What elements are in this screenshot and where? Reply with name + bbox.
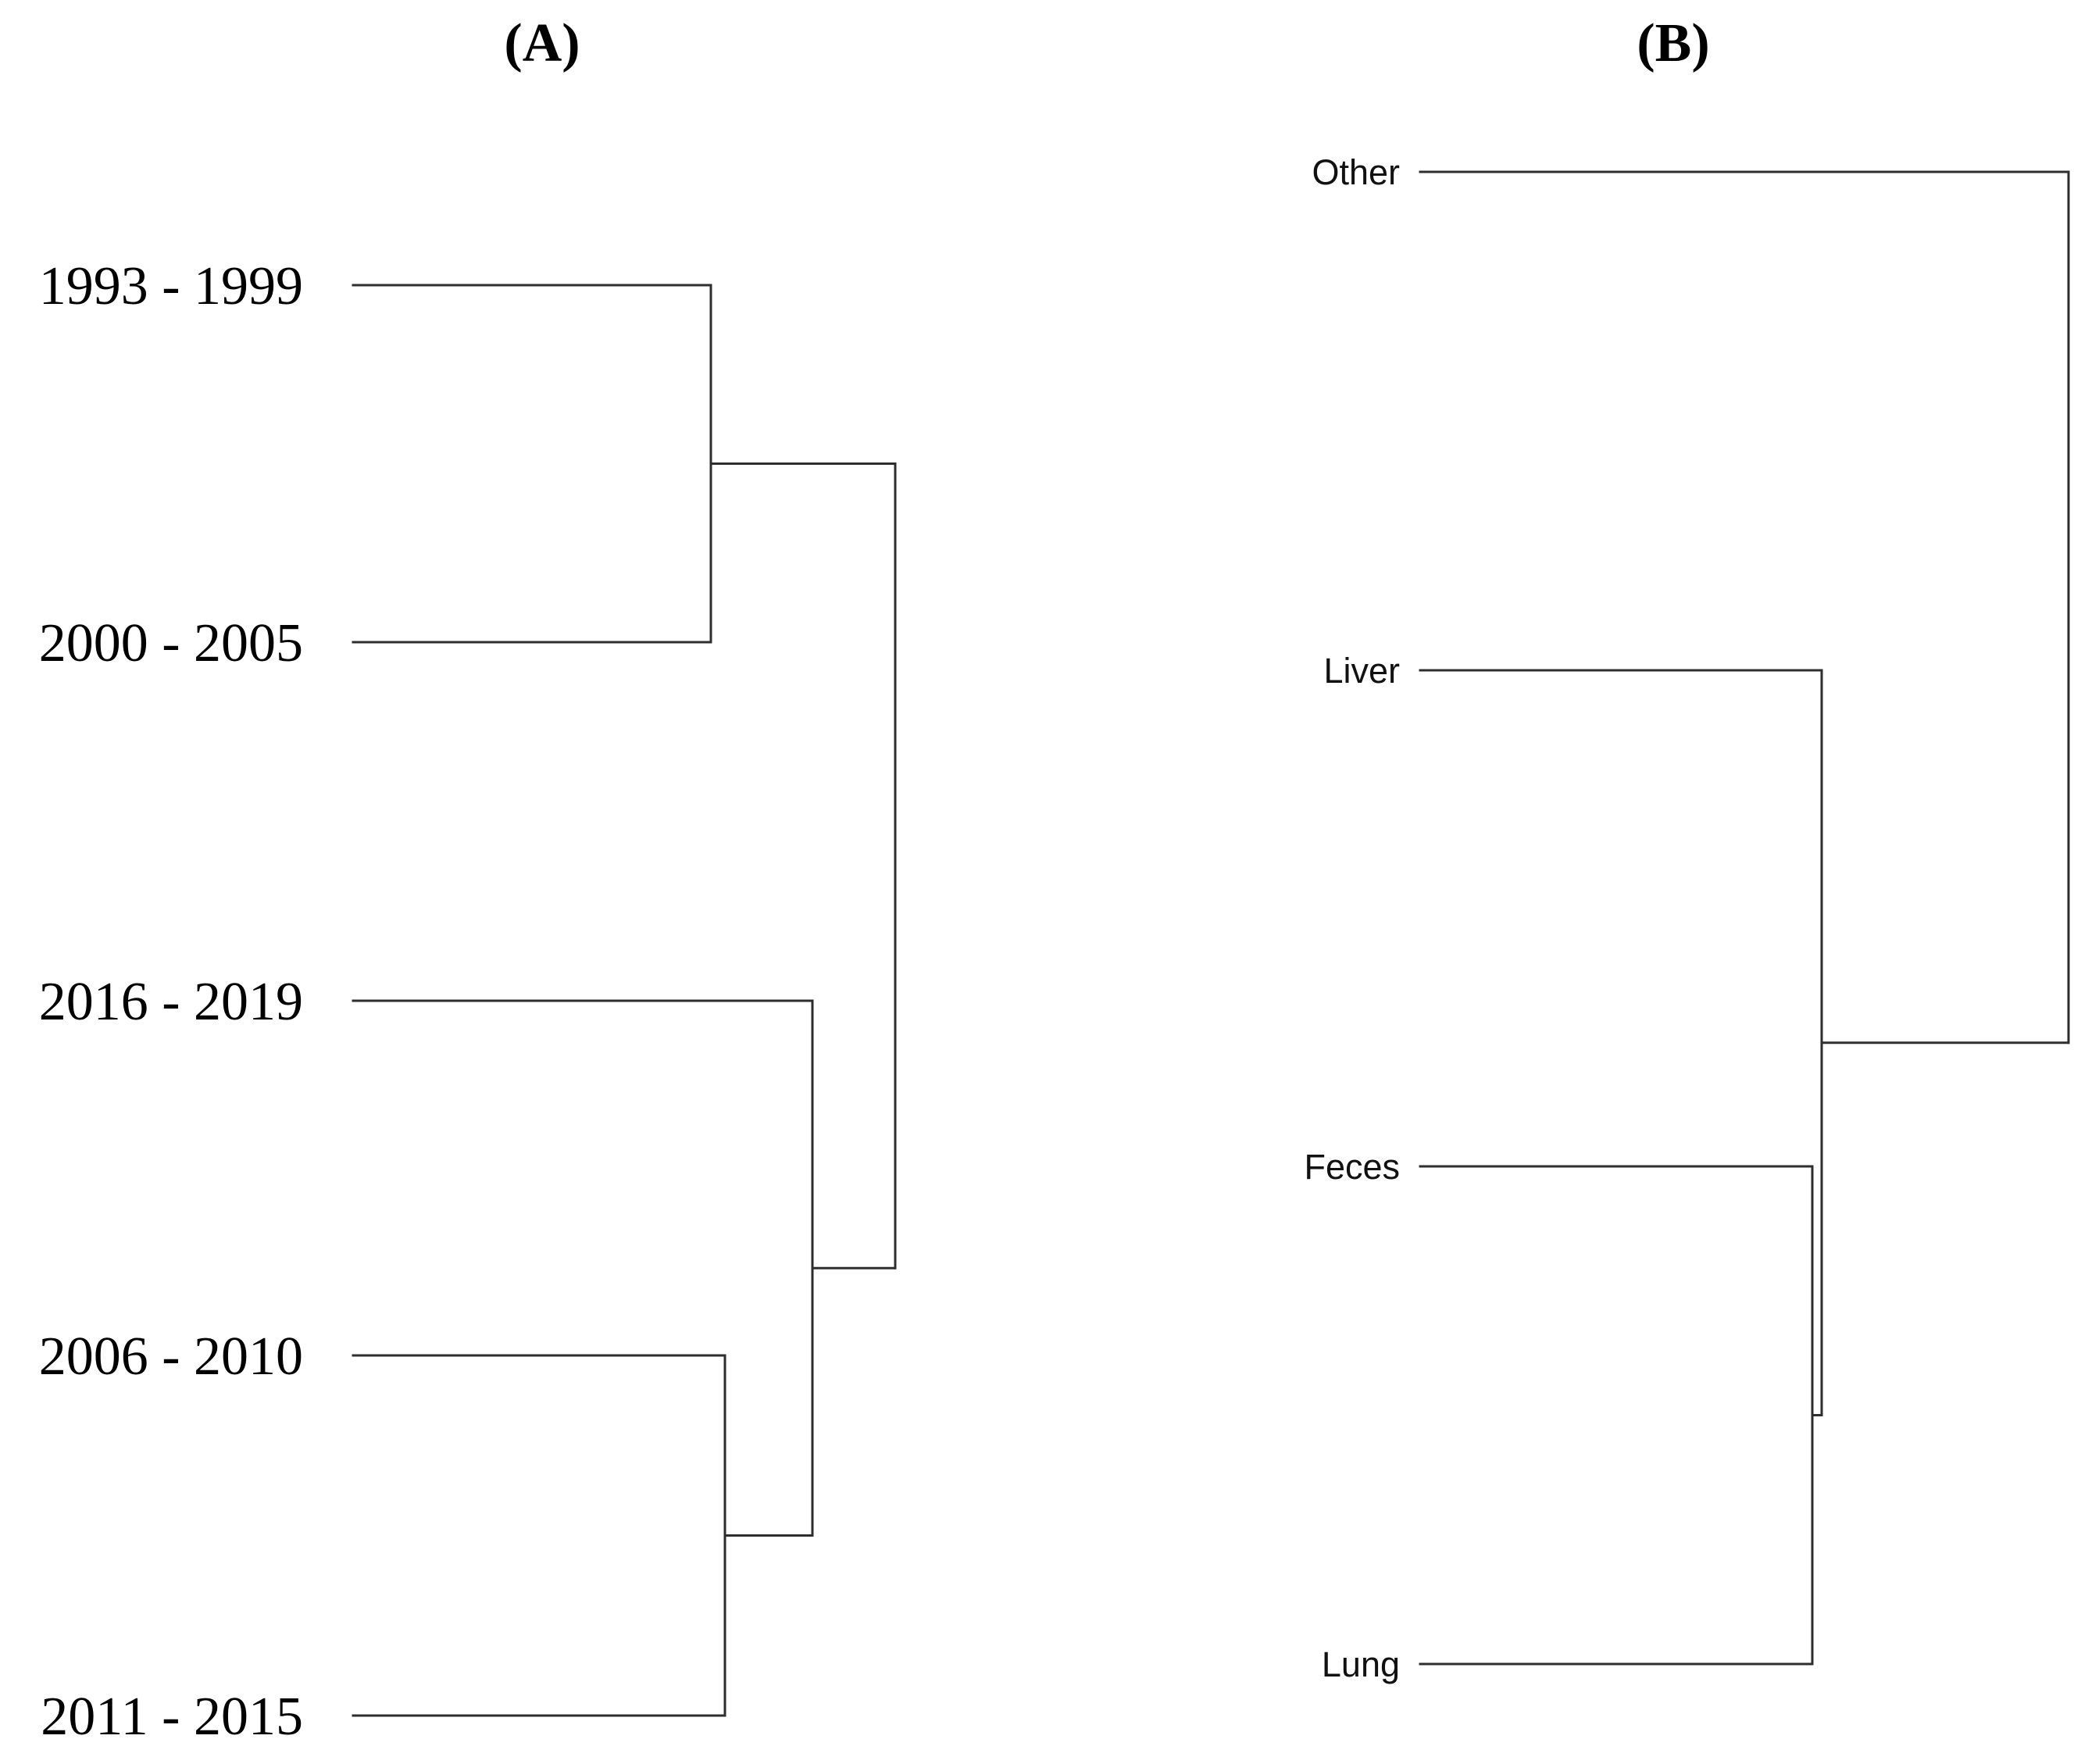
leaf-label: 2016 - 2019 <box>39 972 303 1032</box>
panel-a-title: (A) <box>504 13 580 73</box>
leaf-label: 2000 - 2005 <box>39 613 303 673</box>
leaf-label: Other <box>1312 152 1400 192</box>
panel-a-dendrogram: 1993 - 1999 2000 - 2005 2016 - 2019 2006 - … <box>39 256 897 1747</box>
leaf-label: 1993 - 1999 <box>39 256 303 316</box>
leaf-label: Lung <box>1322 1644 1400 1684</box>
leaf-label: Liver <box>1323 651 1400 691</box>
leaf-label: Feces <box>1304 1147 1400 1187</box>
leaf-label: 2006 - 2010 <box>39 1327 303 1387</box>
leaf-label: 2011 - 2015 <box>41 1687 303 1747</box>
panel-b-title: (B) <box>1637 13 1709 73</box>
